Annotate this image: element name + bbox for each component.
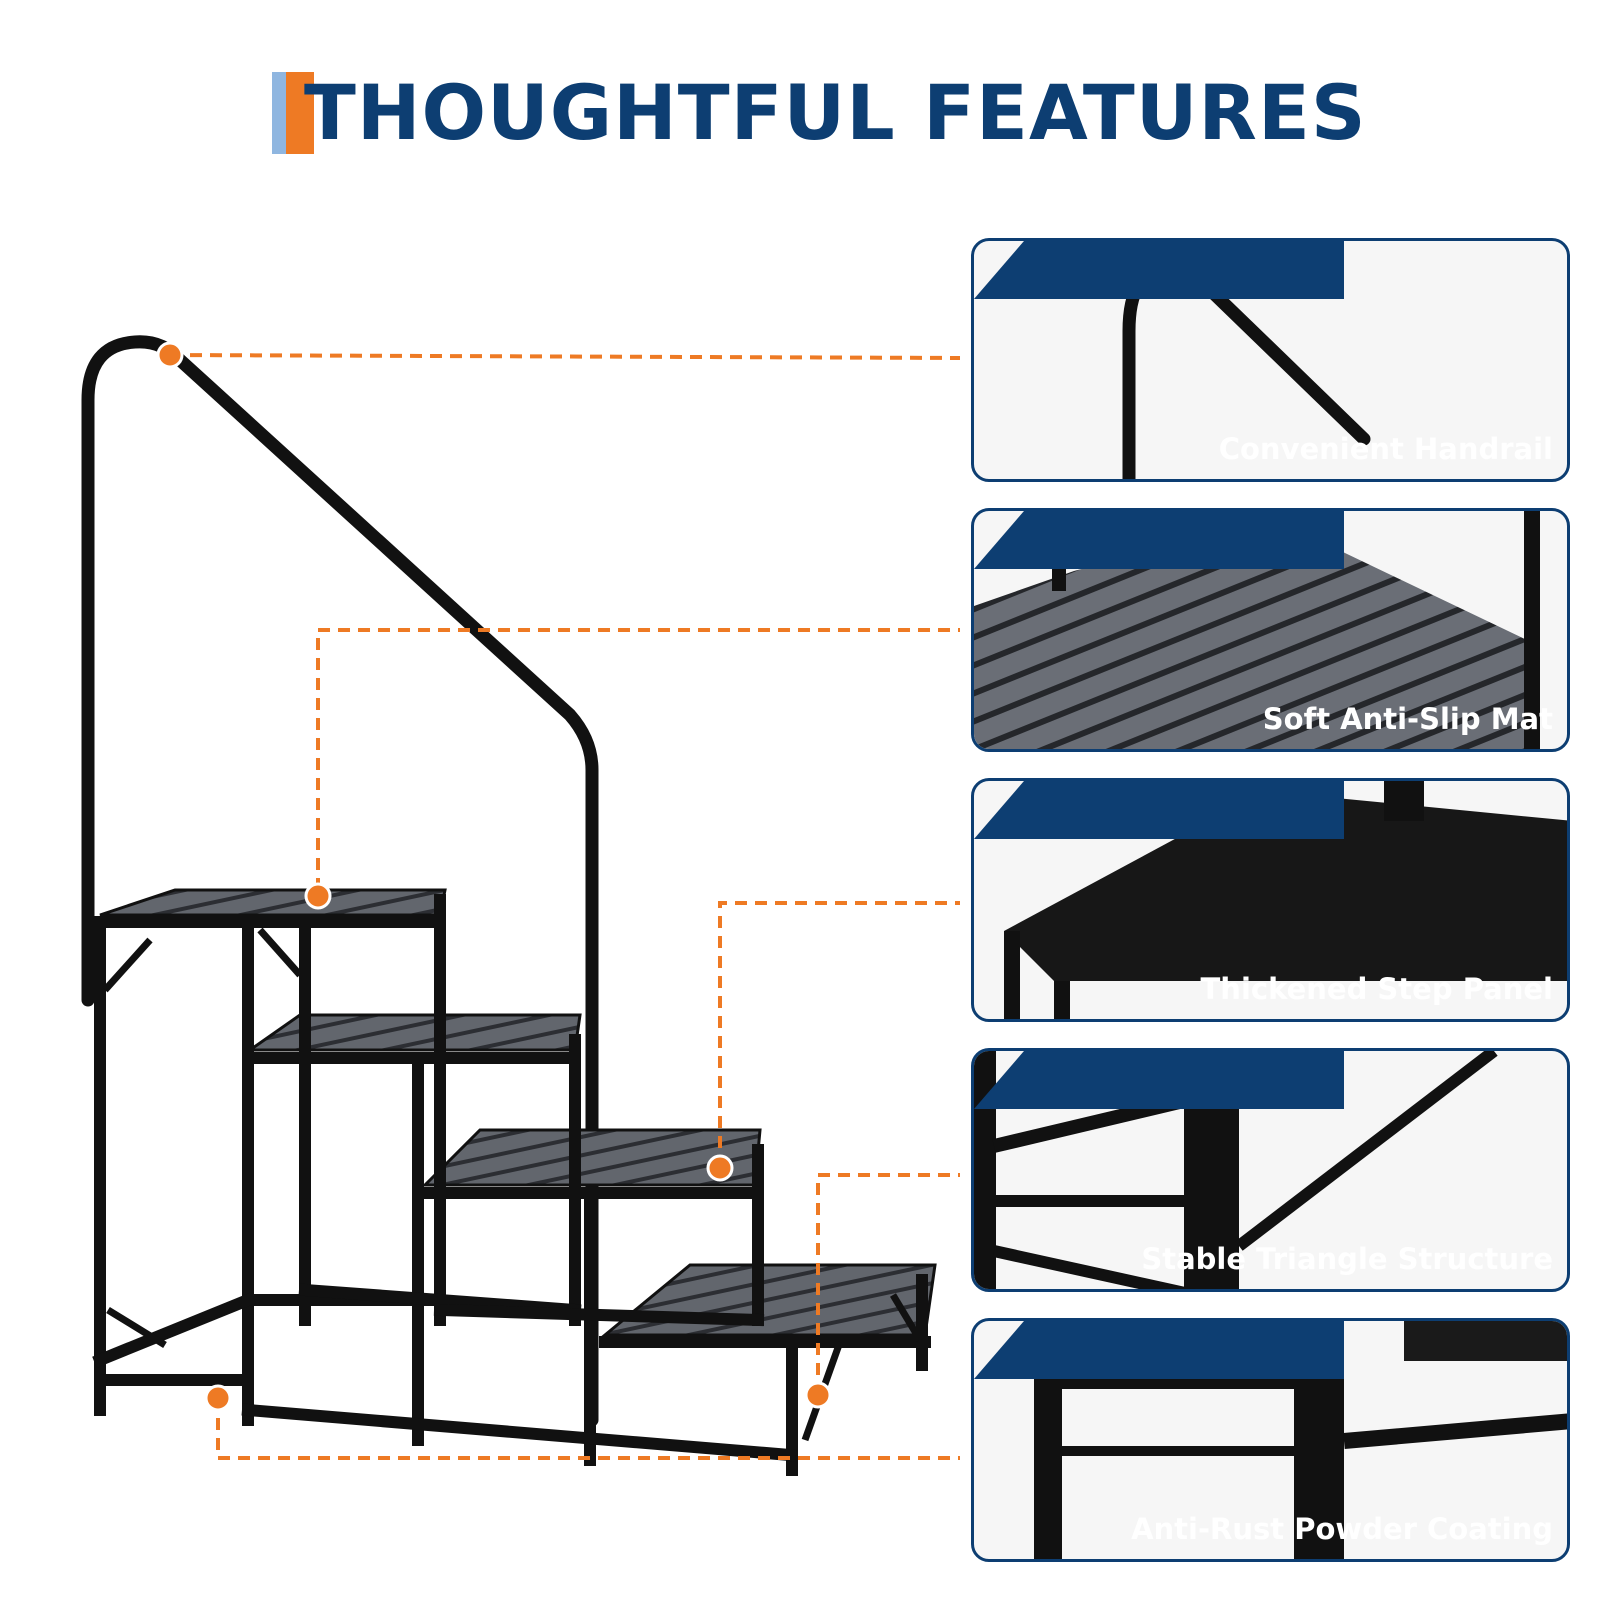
page-title: THOUGHTFUL FEATURES <box>304 68 1367 157</box>
feature-panel-step-panel: Thickened Step Panel <box>971 778 1570 1022</box>
title-accent-blue <box>272 72 286 154</box>
label-background <box>974 1051 1344 1109</box>
title-block: THOUGHTFUL FEATURES <box>272 72 1367 154</box>
feature-label: Stable Triangle Structure <box>1141 1242 1553 1276</box>
label-background <box>974 781 1344 839</box>
feature-label: Anti-Rust Powder Coating <box>1131 1512 1553 1546</box>
step-frames <box>92 894 931 1476</box>
step-panel-closeup-illustration <box>1004 781 1567 1019</box>
step-mats <box>99 888 937 1337</box>
feature-panel-triangle-structure: Stable Triangle Structure <box>971 1048 1570 1292</box>
feature-label: Thickened Step Panel <box>1200 972 1553 1006</box>
feature-label: Soft Anti-Slip Mat <box>1262 702 1553 736</box>
callout-lines <box>169 353 961 1460</box>
feature-label: Convenient Handrail <box>1218 432 1553 466</box>
label-background <box>974 1321 1344 1379</box>
feature-panel-anti-slip-mat: Soft Anti-Slip Mat <box>971 508 1570 752</box>
label-background <box>974 241 1344 299</box>
feature-panel-powder-coating: Anti-Rust Powder Coating <box>971 1318 1570 1562</box>
title-accent-bar <box>272 72 314 154</box>
mat-closeup-illustration <box>974 511 1540 749</box>
title-accent-orange <box>286 72 314 154</box>
callout-dots <box>156 341 832 1412</box>
handrail <box>81 335 599 1427</box>
feature-panel-handrail: Convenient Handrail <box>971 238 1570 482</box>
label-background <box>974 511 1344 569</box>
